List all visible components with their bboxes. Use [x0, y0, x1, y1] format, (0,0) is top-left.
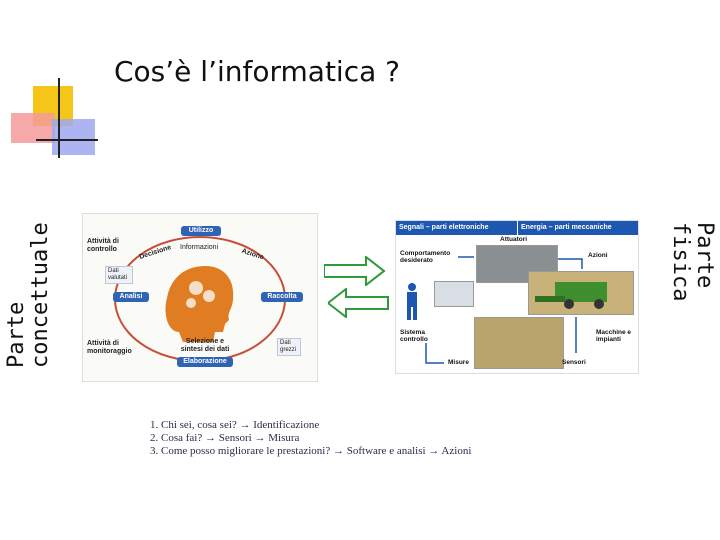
- gear-icon-2: [203, 290, 215, 302]
- comportamento-label: Comportamento desiderato: [400, 250, 451, 264]
- list-item: 2. Cosa fai? → Sensori → Misura: [150, 432, 300, 444]
- elaborazione-box: Elaborazione: [177, 357, 233, 367]
- harvester-image: [528, 271, 634, 315]
- gear-icon: [189, 281, 203, 295]
- control-panel-image: [434, 281, 474, 307]
- macchine-label: Macchine e impianti: [596, 329, 632, 343]
- left-label-line1: Parte: [4, 301, 29, 368]
- right-label-line2: fisica: [668, 222, 693, 302]
- left-arrow-icon: [328, 288, 389, 318]
- selezione-label: Selezione e sintesi dei dati: [180, 338, 230, 353]
- operator-icon: [407, 283, 417, 320]
- right-side-label: Parte fisica: [668, 222, 717, 302]
- left-side-label: Parte concettuale: [4, 222, 53, 368]
- page-title: Cos’è l’informatica ?: [114, 55, 401, 88]
- attivita-controllo-label: Attività di controllo: [87, 238, 119, 253]
- attivita-monitoraggio-label: Attività di monitoraggio: [87, 340, 132, 355]
- head-silhouette: [165, 266, 234, 342]
- dati-valutati-box: Dati valutati: [105, 266, 133, 284]
- steps-list: 1. Chi sei, cosa sei? → Identificazione …: [150, 419, 471, 458]
- raccolta-box: Raccolta: [261, 292, 303, 302]
- brain-cycle-diagram: Utilizzo Informazioni Decisione Azione A…: [82, 213, 318, 382]
- dati-grezzi-box: Dati grezzi: [277, 338, 301, 356]
- gear-icon-3: [186, 298, 196, 308]
- list-item: 3. Come posso migliorare le prestazioni?…: [150, 445, 472, 457]
- analisi-box: Analisi: [113, 292, 149, 302]
- list-item: 1. Chi sei, cosa sei? → Identificazione: [150, 419, 320, 431]
- sistema-controllo-label: Sistema controllo: [400, 329, 428, 343]
- sensori-label: Sensori: [562, 359, 586, 366]
- utilizzo-box: Utilizzo: [181, 226, 221, 236]
- azioni-label: Azioni: [588, 252, 608, 259]
- energia-header: Energia – parti meccaniche: [518, 221, 638, 235]
- control-system-diagram: Segnali – parti elettroniche Energia – p…: [395, 220, 639, 374]
- misure-label: Misure: [448, 359, 469, 366]
- segnali-header: Segnali – parti elettroniche: [396, 221, 517, 235]
- right-label-line1: Parte: [692, 222, 717, 289]
- logo-horizontal-line: [36, 139, 98, 141]
- attuatori-label: Attuatori: [500, 236, 528, 243]
- harvester-graphic: [535, 282, 607, 309]
- logo-red-square: [11, 113, 55, 143]
- diagram-arrows: [425, 256, 583, 364]
- left-label-line2: concettuale: [28, 222, 53, 368]
- informazioni-label: Informazioni: [180, 244, 219, 251]
- right-arrow-icon: [324, 256, 386, 286]
- field-image: [474, 317, 564, 369]
- logo-vertical-line: [58, 78, 60, 158]
